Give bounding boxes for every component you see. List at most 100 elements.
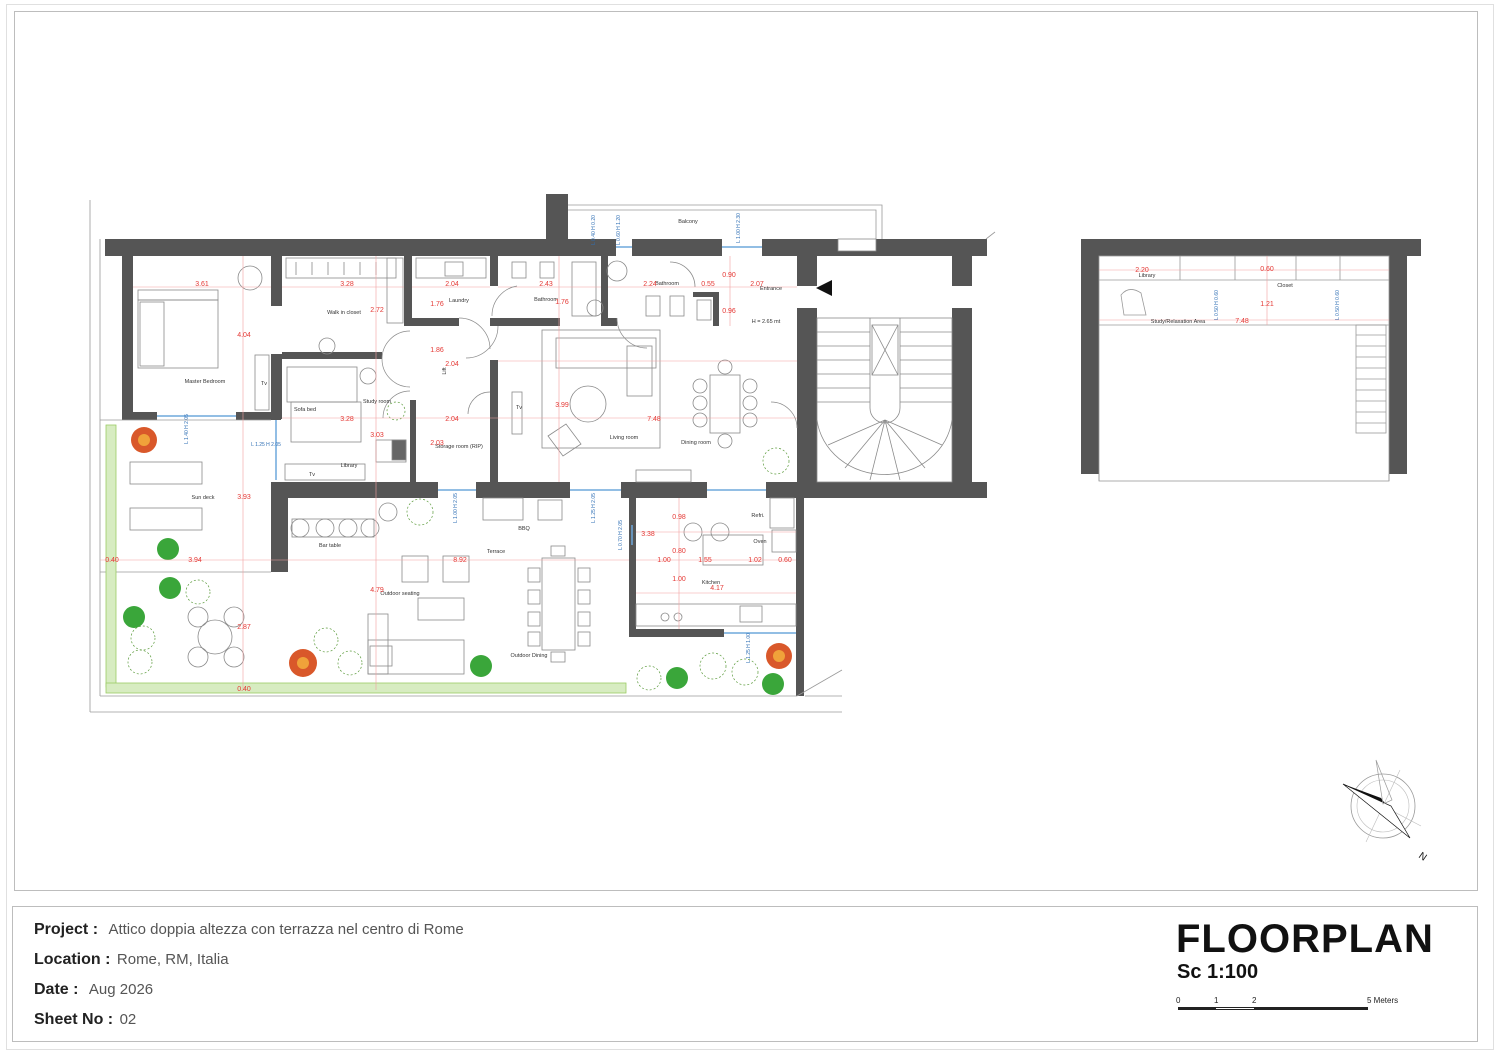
wall-north-west: [105, 239, 568, 256]
wall-bed-south-a: [122, 412, 157, 420]
dim-3-99: 3.99: [555, 402, 569, 409]
wall-kitchen-south: [629, 629, 724, 637]
dim-0-60-b: 0.60: [1260, 266, 1274, 273]
label-bathroom-1: Bathroom: [534, 297, 558, 303]
living-sofa: [555, 337, 657, 369]
dim-2-04-c: 2.04: [445, 416, 459, 423]
shower-1: [571, 261, 597, 317]
dim-1-55: 1.55: [698, 557, 712, 564]
scale-bar-label-0: 0: [1176, 996, 1181, 1005]
dim-7-48-b: 7.48: [1235, 318, 1249, 325]
label-mezz-library: Library: [1139, 273, 1156, 279]
scale-bar-segment-1: [1178, 1007, 1216, 1010]
sink-2: [606, 260, 628, 282]
plant-green-5: [666, 667, 688, 689]
location-row: Location : Rome, RM, Italia: [34, 951, 229, 969]
window-label-6: L 1.00 H 2.05: [453, 493, 459, 523]
wall-stair-ne: [952, 256, 972, 286]
dim-0-98: 0.98: [672, 514, 686, 521]
drawing-scale: Sc 1:100: [1177, 961, 1259, 983]
dim-3-28-b: 3.28: [340, 416, 354, 423]
outdoor-chair-1: [401, 555, 429, 583]
scale-bar-segment-3: [1254, 1007, 1368, 1010]
sun-lounger-2: [129, 507, 203, 531]
wall-kitchen-west: [629, 498, 636, 636]
sheet-row: Sheet No : 02: [34, 1011, 136, 1029]
wall-stair-nw: [797, 256, 817, 286]
label-tv-1: Tv: [261, 381, 267, 387]
dim-0-80: 0.80: [672, 548, 686, 555]
label-library: Library: [341, 463, 358, 469]
mezz-wall-west: [1081, 256, 1099, 474]
bidet-1: [539, 261, 555, 279]
window-label-5: L 1.25 H 2.05: [251, 442, 281, 448]
label-ceiling-height: H = 2.65 mt: [752, 319, 781, 325]
entrance-arrow: [816, 280, 832, 296]
walls: [105, 194, 987, 696]
dim-0-96: 0.96: [722, 308, 736, 315]
window-labels: L 0.40 H 0.20 L 0.60 H 1.20 L 1.00 H 2.3…: [184, 213, 1341, 663]
living-rug: [541, 329, 661, 449]
plants: [123, 401, 792, 695]
living-armchair: [547, 423, 582, 457]
plant-green-6: [762, 673, 784, 695]
laundry-counter: [415, 257, 487, 279]
mezz-armchair: [1120, 289, 1147, 316]
label-tv-2: Tv: [309, 472, 315, 478]
scale-bar-label-2: 2: [1252, 996, 1257, 1005]
closet-ottoman: [318, 337, 336, 355]
label-oven: Oven: [753, 539, 766, 545]
wall-south-a: [271, 482, 438, 498]
wall-kitchen-east: [796, 498, 804, 696]
sheet-border: [6, 4, 1494, 1050]
dim-3-94: 3.94: [188, 557, 202, 564]
wall-bath2-shower: [693, 292, 719, 297]
label-bathroom-2: Bathroom: [655, 281, 679, 287]
wall-bath2-south-a: [601, 318, 617, 326]
window-label-10: L 0.50 H 0.60: [1214, 290, 1220, 320]
label-laundry: Laundry: [449, 298, 469, 304]
label-living-room: Living room: [610, 435, 639, 441]
label-master-bedroom: Master Bedroom: [185, 379, 226, 385]
window-label-11: L 0.50 H 0.60: [1335, 290, 1341, 320]
kitchen-island: [702, 534, 764, 566]
dim-1-02: 1.02: [748, 557, 762, 564]
wall-west: [122, 256, 133, 418]
dim-0-55: 0.55: [701, 281, 715, 288]
label-mezz-closet: Closet: [1277, 283, 1293, 289]
dim-0-40-b: 0.40: [237, 686, 251, 693]
wall-laundry-south: [412, 318, 459, 326]
wall-balcony-west: [546, 194, 568, 256]
doors: [381, 285, 798, 429]
coffee-table: [569, 385, 607, 423]
living-tv-unit: [511, 391, 523, 435]
bar-table: [291, 518, 375, 538]
label-bbq: BBQ: [518, 526, 530, 532]
label-storage-room: Storage room (RIP): [435, 444, 483, 450]
bedroom-tv-unit: [254, 354, 270, 411]
sun-lounger-1: [129, 461, 203, 485]
dim-0-90: 0.90: [722, 272, 736, 279]
dim-8-92: 8.92: [453, 557, 467, 564]
wall-bed-south-b: [236, 412, 281, 420]
label-terrace: Terrace: [487, 549, 505, 555]
kitchen-counter: [635, 603, 797, 627]
dim-1-00-a: 1.00: [657, 557, 671, 564]
toilet-1: [511, 261, 527, 279]
wall-south-c: [621, 482, 707, 498]
dim-2-72: 2.72: [370, 307, 384, 314]
hedge-planting: [105, 424, 627, 694]
wall-terrace-pillar: [271, 498, 288, 572]
label-entrance: Entrance: [760, 286, 782, 292]
dim-2-04-a: 2.04: [445, 281, 459, 288]
label-balcony: Balcony: [678, 219, 698, 225]
wall-stair-east: [952, 308, 972, 498]
north-arrow: N: [1342, 759, 1429, 864]
dim-1-76-a: 1.76: [430, 301, 444, 308]
mezz-wall-east: [1389, 256, 1407, 474]
date-value: Aug 2026: [88, 981, 154, 998]
furniture: [137, 257, 797, 627]
fridge: [769, 497, 795, 529]
dim-1-21: 1.21: [1260, 301, 1274, 308]
label-lift: Lift: [442, 367, 448, 375]
